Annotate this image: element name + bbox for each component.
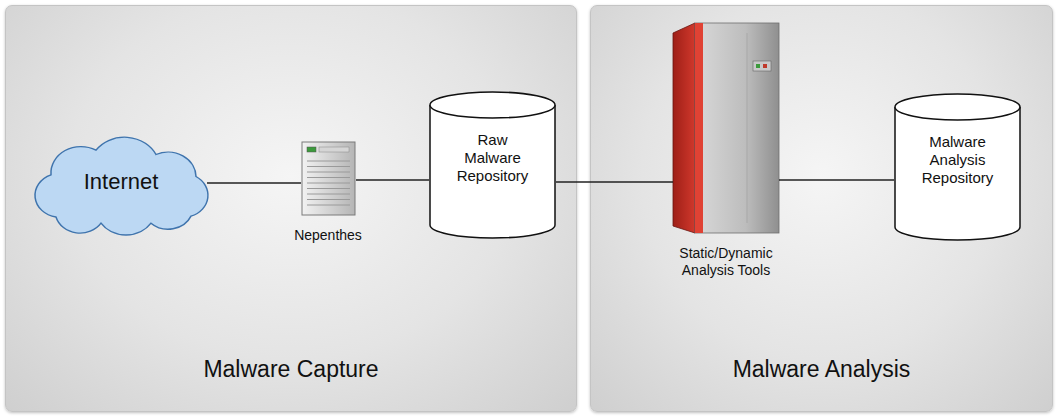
cylinder-top bbox=[895, 94, 1020, 120]
tower-trim bbox=[695, 23, 703, 233]
vent-line bbox=[307, 205, 350, 206]
node-label: Static/Dynamic Analysis Tools bbox=[664, 245, 788, 279]
vent-line bbox=[307, 161, 350, 162]
panel-seam bbox=[747, 33, 748, 223]
region-panel: Malware Capture InternetNepenthes Raw Malw… bbox=[5, 5, 577, 412]
server-icon-outline bbox=[301, 141, 356, 216]
status-light bbox=[307, 147, 316, 152]
tower-front bbox=[695, 23, 779, 233]
status-light bbox=[763, 64, 767, 68]
server-tower-outline bbox=[673, 23, 779, 233]
node-label: Nepenthes bbox=[294, 227, 362, 244]
region-panel: Malware Analysis Static/Dynamic Analysis … bbox=[590, 5, 1053, 412]
vent-line bbox=[307, 177, 350, 178]
connector-line bbox=[779, 179, 894, 180]
region-title: Malware Capture bbox=[203, 356, 378, 384]
cylinder-body bbox=[430, 105, 555, 238]
vent-line bbox=[307, 166, 350, 167]
vent-line bbox=[307, 172, 350, 173]
node-label: Internet bbox=[84, 169, 159, 195]
cloud-shape: Internet bbox=[26, 129, 216, 239]
cylinder-top bbox=[430, 92, 555, 118]
vent-line bbox=[307, 183, 350, 184]
server-body bbox=[302, 142, 355, 215]
vent-line bbox=[307, 199, 350, 200]
cloud-outline bbox=[35, 137, 208, 235]
region-title: Malware Analysis bbox=[733, 356, 911, 384]
connector-line bbox=[356, 179, 429, 180]
vent-line bbox=[307, 194, 350, 195]
database-cylinder: Raw Malware Repository bbox=[429, 91, 556, 239]
drive-bay bbox=[319, 147, 349, 152]
node-label: Raw Malware Repository bbox=[451, 131, 535, 185]
connector-line bbox=[207, 182, 301, 183]
tower-side bbox=[673, 23, 695, 233]
node-label: Malware Analysis Repository bbox=[916, 133, 1000, 187]
status-light bbox=[756, 64, 760, 68]
server-icon: Nepenthes bbox=[283, 141, 373, 251]
connector-line bbox=[556, 181, 673, 182]
front-display bbox=[753, 61, 771, 71]
vent-line bbox=[307, 188, 350, 189]
server-tower: Static/Dynamic Analysis Tools bbox=[656, 23, 796, 288]
cylinder-body bbox=[895, 107, 1020, 240]
database-cylinder: Malware Analysis Repository bbox=[894, 93, 1021, 241]
